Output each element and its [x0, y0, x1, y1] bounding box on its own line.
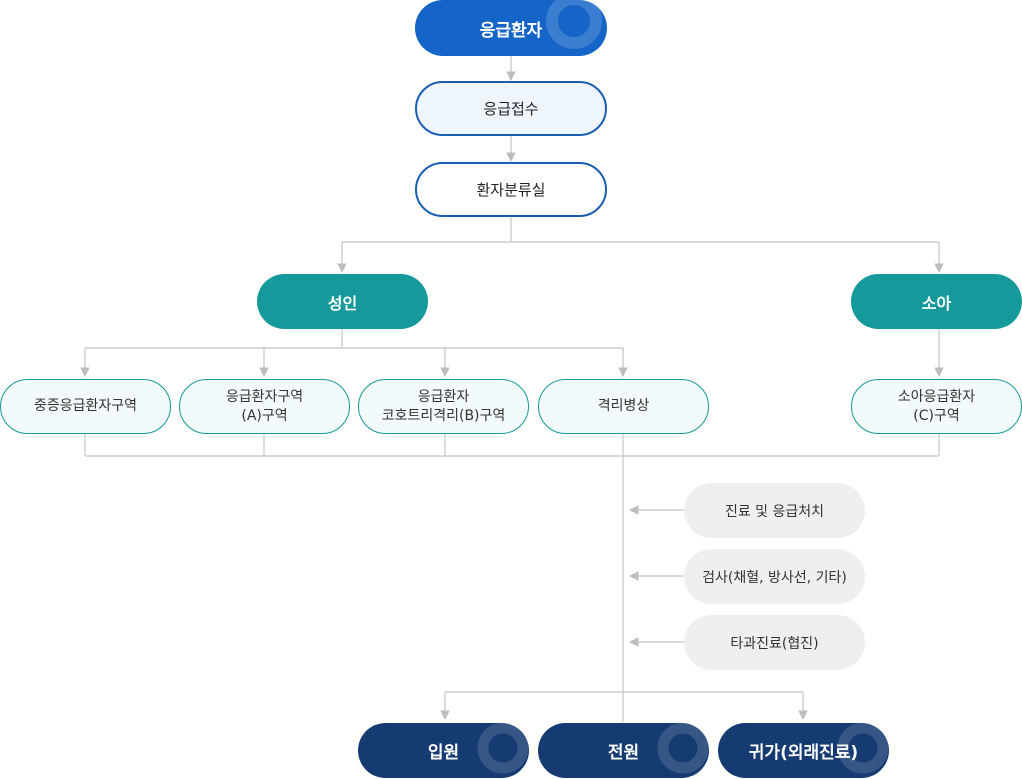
- node-emergency-patient-label: 응급환자: [479, 20, 543, 41]
- node-triage-label: 환자분류실: [476, 181, 546, 199]
- node-discharge-label: 귀가(외래진료): [748, 743, 859, 763]
- node-isolation-label: 격리병상: [597, 398, 650, 414]
- node-adult-label: 성인: [327, 293, 358, 313]
- node-zone-b-label: 응급환자 코호트리격리(B)구역: [381, 388, 506, 424]
- node-admission-label: 입원: [427, 743, 460, 763]
- node-zone-b: 응급환자 코호트리격리(B)구역: [358, 379, 529, 434]
- node-transfer: 전원: [538, 723, 709, 778]
- node-tests-label: 검사(채혈, 방사선, 기타): [702, 569, 847, 586]
- node-severe-zone: 중증응급환자구역: [0, 379, 171, 434]
- watermark-icon: [546, 0, 602, 49]
- node-adult: 성인: [257, 274, 428, 329]
- node-severe-zone-label: 중증응급환자구역: [33, 398, 138, 414]
- node-zone-c: 소아응급환자 (C)구역: [851, 379, 1022, 434]
- node-treatment-label: 진료 및 응급처치: [724, 503, 825, 520]
- node-pediatric-label: 소아: [921, 293, 952, 313]
- watermark-icon: [837, 723, 889, 774]
- node-tests: 검사(채혈, 방사선, 기타): [684, 549, 865, 604]
- node-zone-a: 응급환자구역 (A)구역: [179, 379, 350, 434]
- node-isolation: 격리병상: [538, 379, 709, 434]
- node-admission: 입원: [358, 723, 529, 778]
- node-consult: 타과진료(협진): [684, 615, 865, 670]
- node-emergency-patient: 응급환자: [415, 0, 607, 56]
- node-discharge: 귀가(외래진료): [718, 723, 889, 778]
- node-reception-label: 응급접수: [483, 100, 539, 118]
- node-reception: 응급접수: [415, 81, 607, 136]
- watermark-icon: [477, 723, 529, 774]
- watermark-icon: [657, 723, 709, 774]
- node-zone-a-label: 응급환자구역 (A)구역: [225, 388, 304, 424]
- node-pediatric: 소아: [851, 274, 1022, 329]
- node-treatment: 진료 및 응급처치: [684, 483, 865, 538]
- node-triage: 환자분류실: [415, 162, 607, 217]
- node-zone-c-label: 소아응급환자 (C)구역: [897, 388, 976, 424]
- node-consult-label: 타과진료(협진): [730, 635, 819, 652]
- node-transfer-label: 전원: [607, 743, 640, 763]
